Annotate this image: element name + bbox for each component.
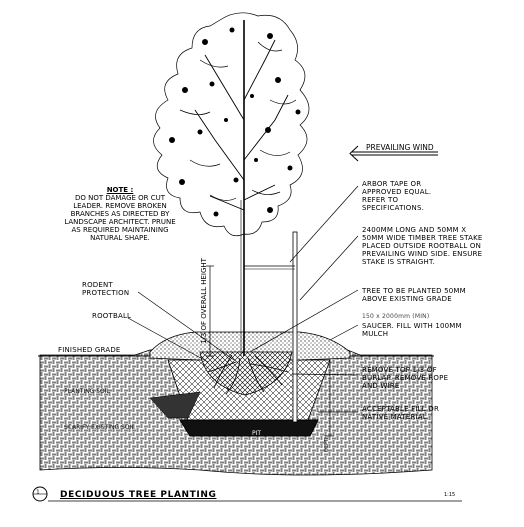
depth-dimension — [326, 360, 334, 437]
canopy-leaves — [169, 27, 301, 217]
stake-label: 2400mm LONG AND 50mm X 50mm WIDE TIMBER … — [362, 226, 483, 266]
pit-label: PIT — [252, 430, 262, 437]
pit-base — [179, 419, 319, 437]
wind-arrow — [349, 145, 438, 162]
tree-branches — [194, 39, 289, 211]
roots — [207, 354, 289, 395]
prevailing-wind-label: PREVAILING WIND — [366, 143, 434, 152]
fill-label: ACCEPTABLE FILL OR NATIVE MATERIAL — [362, 405, 440, 421]
leader-lines — [127, 185, 359, 413]
rootball — [199, 351, 293, 396]
planting-soil-label: PLANTING SOIL — [64, 388, 110, 395]
arbor-tape-label: ARBOR TAPE OR APPROVED EQUAL. REFER TO S… — [362, 180, 432, 212]
saucer-dimension-label: 150 x 2000mm (MIN) — [362, 313, 430, 320]
saucer-label: SAUCER. FILL WITH 100mm MULCH — [362, 322, 462, 338]
note-block: NOTE : DO NOT DAMAGE OR CUT LEADER. REMO… — [60, 186, 180, 242]
finished-grade-label: FINISHED GRADE — [58, 346, 121, 354]
detail-number: 1 — [36, 489, 40, 496]
pit-wall-left — [149, 391, 201, 419]
rodent-protection-label: RODENT PROTECTION — [82, 281, 130, 297]
tree-planted-label: TREE TO BE PLANTED 50mm ABOVE EXISTING G… — [362, 287, 466, 303]
depth-label: DEPTH — [324, 435, 330, 452]
rootball-label: ROOTBALL — [92, 312, 132, 320]
note-text: DO NOT DAMAGE OR CUT LEADER. REMOVE BROK… — [64, 194, 176, 242]
drawing-title: DECIDUOUS TREE PLANTING — [60, 490, 217, 500]
drawing-scale: 1:15 — [444, 492, 456, 498]
note-heading: NOTE : — [106, 186, 134, 194]
scarify-label: SCARIFY EXISTING SOIL — [64, 424, 135, 431]
remove-burlap-label: REMOVE TOP 1/3 OF BURLAP. REMOVE ROPE AN… — [362, 366, 449, 390]
overall-height-label: 1/3 OF OVERALL HEIGHT — [200, 258, 208, 344]
height-dimension — [206, 265, 214, 357]
